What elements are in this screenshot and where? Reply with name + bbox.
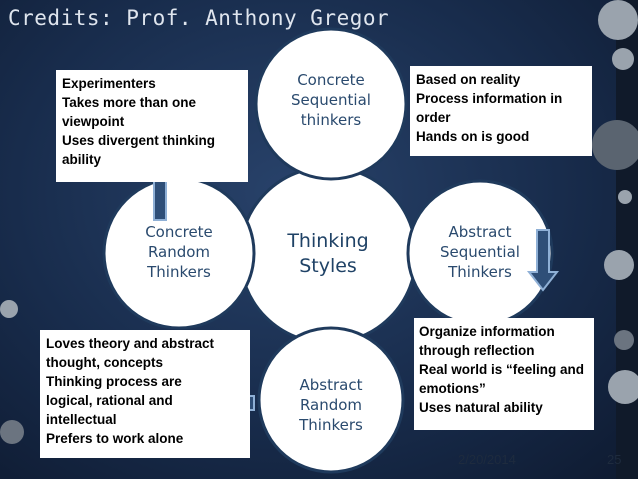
- note-line: Loves theory and abstract: [46, 336, 215, 351]
- concrete-sequential-note: Based on reality Process information in …: [416, 70, 562, 146]
- circle-label-line: thinkers: [300, 111, 362, 129]
- note-line: ability: [62, 152, 102, 167]
- abstract-sequential-note: Organize information through reflection …: [419, 322, 584, 417]
- circle-label-line: Random: [299, 396, 363, 414]
- note-line: emotions”: [419, 381, 486, 396]
- decorative-strip: [616, 0, 638, 479]
- concrete-random-label: Concrete Random Thinkers: [119, 222, 239, 282]
- decorative-dot: [608, 370, 638, 404]
- slide-page-number: 25: [607, 452, 622, 467]
- decorative-dot: [592, 120, 638, 170]
- note-line: Real world is “feeling and: [419, 362, 585, 377]
- circle-label-line: Thinkers: [147, 263, 211, 281]
- circle-label-line: Concrete: [145, 223, 213, 241]
- circle-label-line: Thinkers: [299, 416, 363, 434]
- note-line: Prefers to work alone: [46, 431, 184, 446]
- center-label-line: Thinking: [287, 230, 369, 252]
- note-line: through reflection: [419, 343, 535, 358]
- circle-label-line: Concrete: [297, 71, 365, 89]
- circle-label-line: Sequential: [291, 91, 371, 109]
- concrete-sequential-note-box: [410, 66, 592, 156]
- abstract-random-note-box: [40, 330, 250, 458]
- circle-label-line: Sequential: [440, 243, 520, 261]
- note-line: Organize information: [419, 324, 555, 339]
- concrete-random-note-box: [56, 70, 248, 182]
- note-line: Takes more than one: [62, 95, 197, 110]
- concrete-sequential-label: Concrete Sequential thinkers: [271, 70, 391, 130]
- concrete-sequential-circle: [254, 27, 408, 181]
- abstract-random-note: Loves theory and abstract thought, conce…: [46, 334, 214, 448]
- note-line: Hands on is good: [416, 129, 530, 144]
- slide-date: 2/20/2014: [458, 452, 516, 467]
- circle-label-line: Abstract: [448, 223, 512, 241]
- note-line: Based on reality: [416, 72, 521, 87]
- arrow-down-icon: [526, 229, 560, 292]
- slide-title: Credits: Prof. Anthony Gregor: [8, 6, 390, 30]
- decorative-dot: [604, 250, 634, 280]
- decorative-dot: [0, 420, 24, 444]
- note-line: thought, concepts: [46, 355, 163, 370]
- note-line: Uses natural ability: [419, 400, 543, 415]
- decorative-dot: [0, 300, 18, 318]
- note-line: Thinking process are: [46, 374, 182, 389]
- concrete-random-note: Experimenters Takes more than one viewpo…: [62, 74, 215, 169]
- center-label: Thinking Styles: [258, 229, 398, 279]
- decorative-dot: [612, 48, 634, 70]
- note-line: Uses divergent thinking: [62, 133, 216, 148]
- circle-label-line: Random: [147, 243, 211, 261]
- abstract-sequential-label: Abstract Sequential Thinkers: [420, 222, 540, 282]
- decorative-dot: [598, 0, 638, 40]
- abstract-random-label: Abstract Random Thinkers: [271, 375, 391, 435]
- center-label-line: Styles: [299, 255, 357, 277]
- circle-label-line: Thinkers: [448, 263, 512, 281]
- abstract-sequential-note-box: [414, 318, 594, 430]
- circle-label-line: Abstract: [299, 376, 363, 394]
- abstract-random-circle: [257, 326, 405, 474]
- decorative-dot: [614, 330, 634, 350]
- note-line: viewpoint: [62, 114, 125, 129]
- note-line: Process information in: [416, 91, 563, 106]
- decorative-dot: [618, 190, 632, 204]
- note-line: order: [416, 110, 451, 125]
- note-line: logical, rational and: [46, 393, 173, 408]
- note-line: intellectual: [46, 412, 117, 427]
- note-line: Experimenters: [62, 76, 156, 91]
